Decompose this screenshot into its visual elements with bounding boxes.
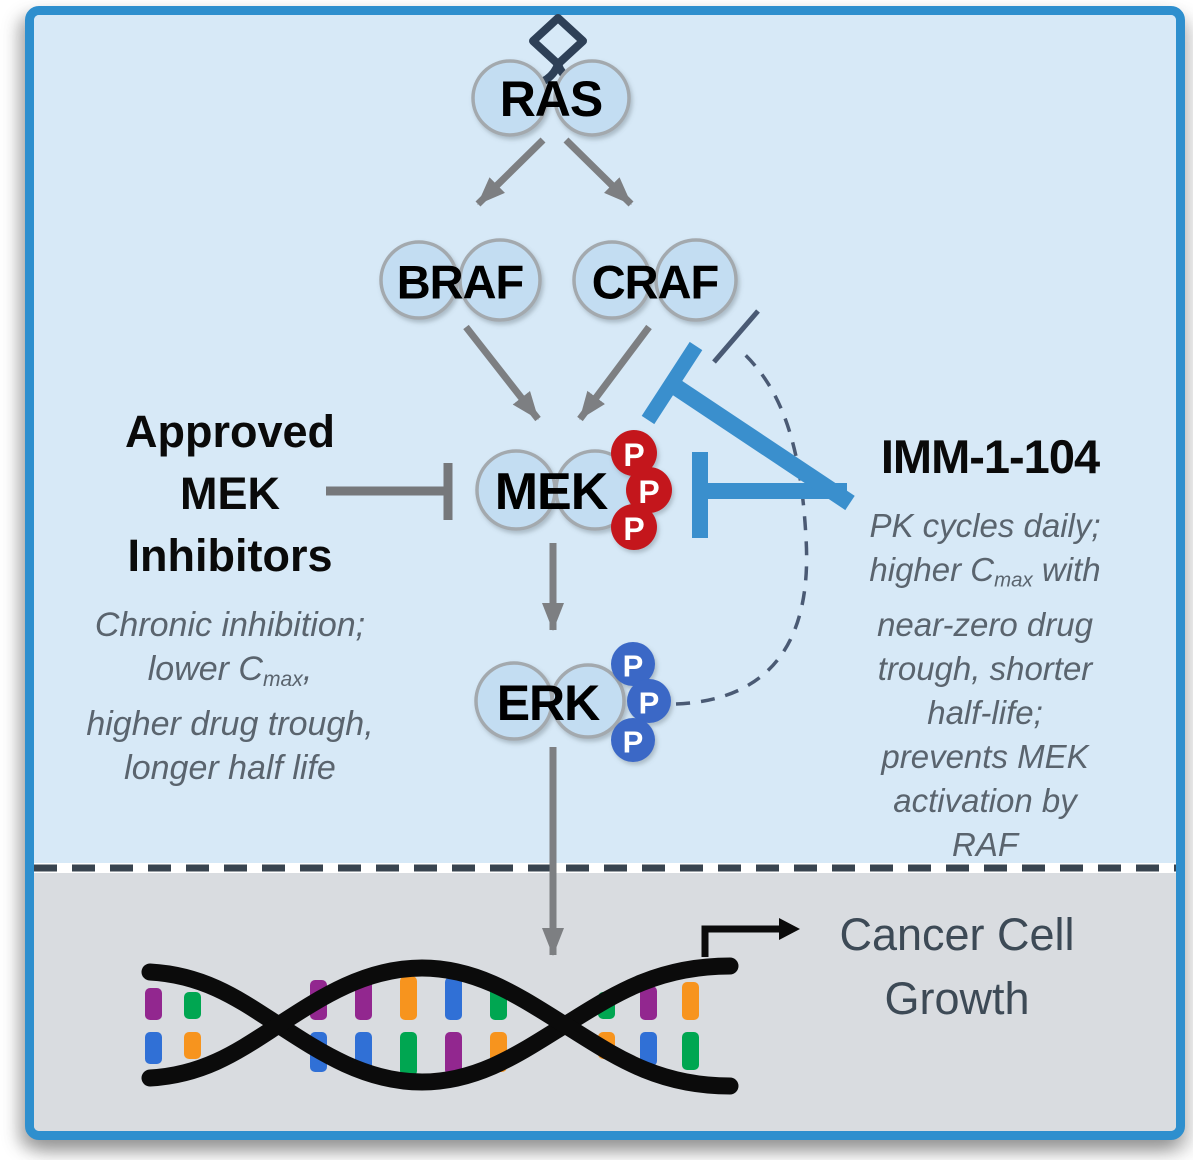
imm-1-104-note: PK cycles daily; higher Cmax with near-z… <box>840 504 1130 867</box>
title-line: MEK <box>180 468 280 519</box>
note-line: lower Cmax, <box>28 647 432 702</box>
note-text: higher C <box>869 551 995 588</box>
note-line: near-zero drug <box>877 605 1093 643</box>
title-line: Approved <box>124 406 335 457</box>
outcome-line: Cancer Cell <box>839 909 1075 960</box>
note-line: prevents MEK <box>881 737 1089 775</box>
imm-1-104-title: IMM-1-104 <box>880 430 1100 483</box>
approved-mek-inhibitors-title: Approved MEK Inhibitors <box>38 401 422 587</box>
note-text: , <box>302 650 313 688</box>
note-line: half-life; <box>927 693 1043 731</box>
note-line: higher Cmax with <box>840 548 1130 603</box>
note-line: RAF <box>952 825 1018 863</box>
note-text: with <box>1032 551 1101 588</box>
outcome-line: Growth <box>884 973 1030 1024</box>
cancer-cell-growth-label: Cancer Cell Growth <box>812 903 1102 1031</box>
title-line: Inhibitors <box>127 530 333 581</box>
note-text: lower C <box>147 650 263 688</box>
note-line: PK cycles daily; <box>869 507 1101 544</box>
note-line: longer half life <box>124 748 336 787</box>
note-line: activation by <box>893 781 1077 819</box>
note-line: trough, shorter <box>877 649 1093 687</box>
note-subscript: max <box>262 667 303 691</box>
note-line: higher drug trough, <box>86 704 374 743</box>
note-line: Chronic inhibition; <box>94 606 366 644</box>
approved-mek-note: Chronic inhibition; lower Cmax, higher d… <box>28 603 432 790</box>
note-subscript: max <box>994 568 1033 592</box>
